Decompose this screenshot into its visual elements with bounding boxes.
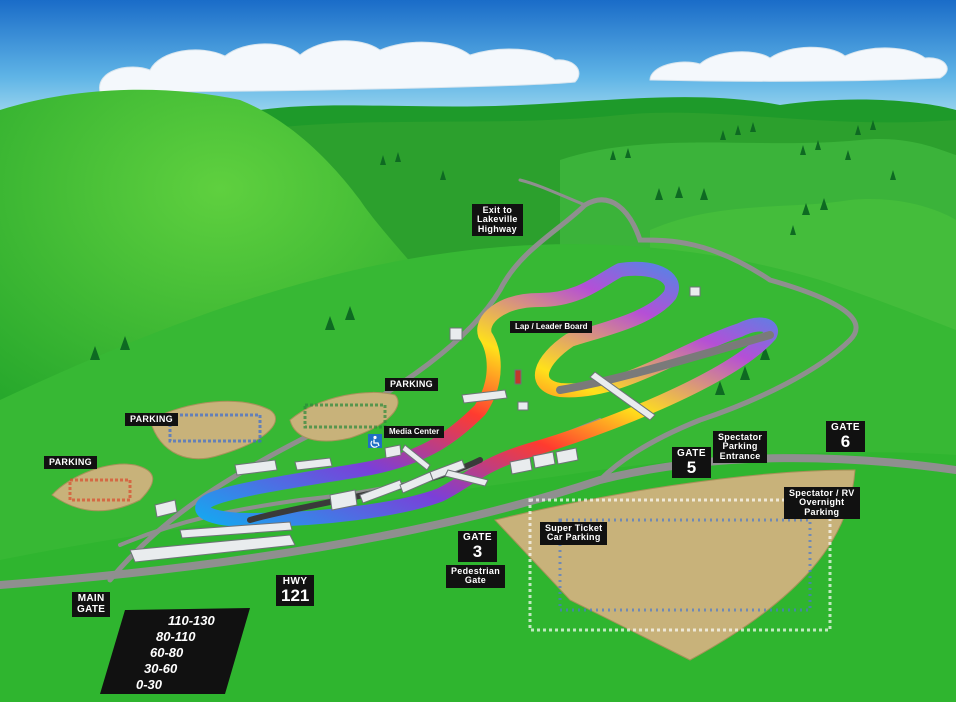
gate-5-word: GATE — [677, 448, 707, 459]
trees — [90, 120, 896, 395]
gate-5-number: 5 — [686, 458, 697, 477]
super-ticket-label: Super Ticket Car Parking — [540, 522, 608, 545]
gate-3-number: 3 — [472, 542, 483, 561]
media-center-label: Media Center — [384, 426, 445, 439]
st-line1: Super Ticket — [545, 523, 603, 533]
spe-line3: Entrance — [719, 450, 761, 461]
lap-leader-board-label: Lap / Leader Board — [510, 321, 593, 334]
spectator-rv-label: Spectator / RV Overnight Parking — [784, 487, 860, 520]
mg-line1: MAIN — [77, 593, 105, 604]
spe-line2: Parking — [722, 441, 758, 452]
parking-left-label: PARKING — [44, 456, 97, 470]
parked-cars — [68, 403, 832, 632]
legend-row-30-60: 30-60 — [144, 661, 178, 676]
gate-5-sign: GATE 5 — [672, 447, 712, 478]
hwy-121-sign: HWY 121 — [276, 575, 315, 606]
exit-label-line1: Exit to — [482, 205, 513, 215]
mg-line2: GATE — [77, 603, 106, 615]
legend-row-60-80: 60-80 — [150, 645, 184, 660]
exit-label-line2: Lakeville — [477, 214, 518, 225]
gate-6-word: GATE — [831, 422, 861, 433]
exit-label-line3: Highway — [477, 223, 517, 234]
gate-3-word: GATE — [463, 532, 493, 543]
spe-line1: Spectator — [718, 432, 763, 442]
exit-to-lakeville-label: Exit to Lakeville Highway — [472, 204, 523, 237]
parking-top-label: PARKING — [385, 378, 438, 392]
speed-legend: 110-130 80-110 60-80 30-60 0-30 — [100, 608, 250, 694]
pedestrian-gate-label: Pedestrian Gate — [446, 565, 506, 588]
main-gate-label: MAIN GATE — [72, 592, 111, 617]
rv-line2: Overnight — [799, 497, 845, 508]
rv-line1: Spectator / RV — [789, 488, 855, 498]
rv-line3: Parking — [804, 506, 840, 517]
accessible-icon — [368, 434, 382, 448]
hwy-word: HWY — [282, 576, 308, 587]
st-line2: Car Parking — [546, 532, 601, 543]
gate-3-sign: GATE 3 — [458, 531, 498, 562]
legend-row-110-130: 110-130 — [168, 613, 215, 628]
pg-line2: Gate — [464, 575, 487, 586]
gate-6-number: 6 — [840, 432, 851, 451]
hwy-number: 121 — [281, 586, 310, 605]
pg-line1: Pedestrian — [451, 566, 501, 576]
spectator-parking-entrance-label: Spectator Parking Entrance — [713, 431, 768, 464]
big-hill — [0, 89, 440, 420]
clouds — [99, 40, 948, 93]
legend-panel — [100, 608, 250, 694]
parking-mid-label: PARKING — [125, 413, 178, 427]
legend-row-0-30: 0-30 — [136, 677, 163, 692]
buildings — [129, 286, 701, 563]
legend-row-80-110: 80-110 — [156, 629, 196, 644]
gate-6-sign: GATE 6 — [826, 421, 866, 452]
